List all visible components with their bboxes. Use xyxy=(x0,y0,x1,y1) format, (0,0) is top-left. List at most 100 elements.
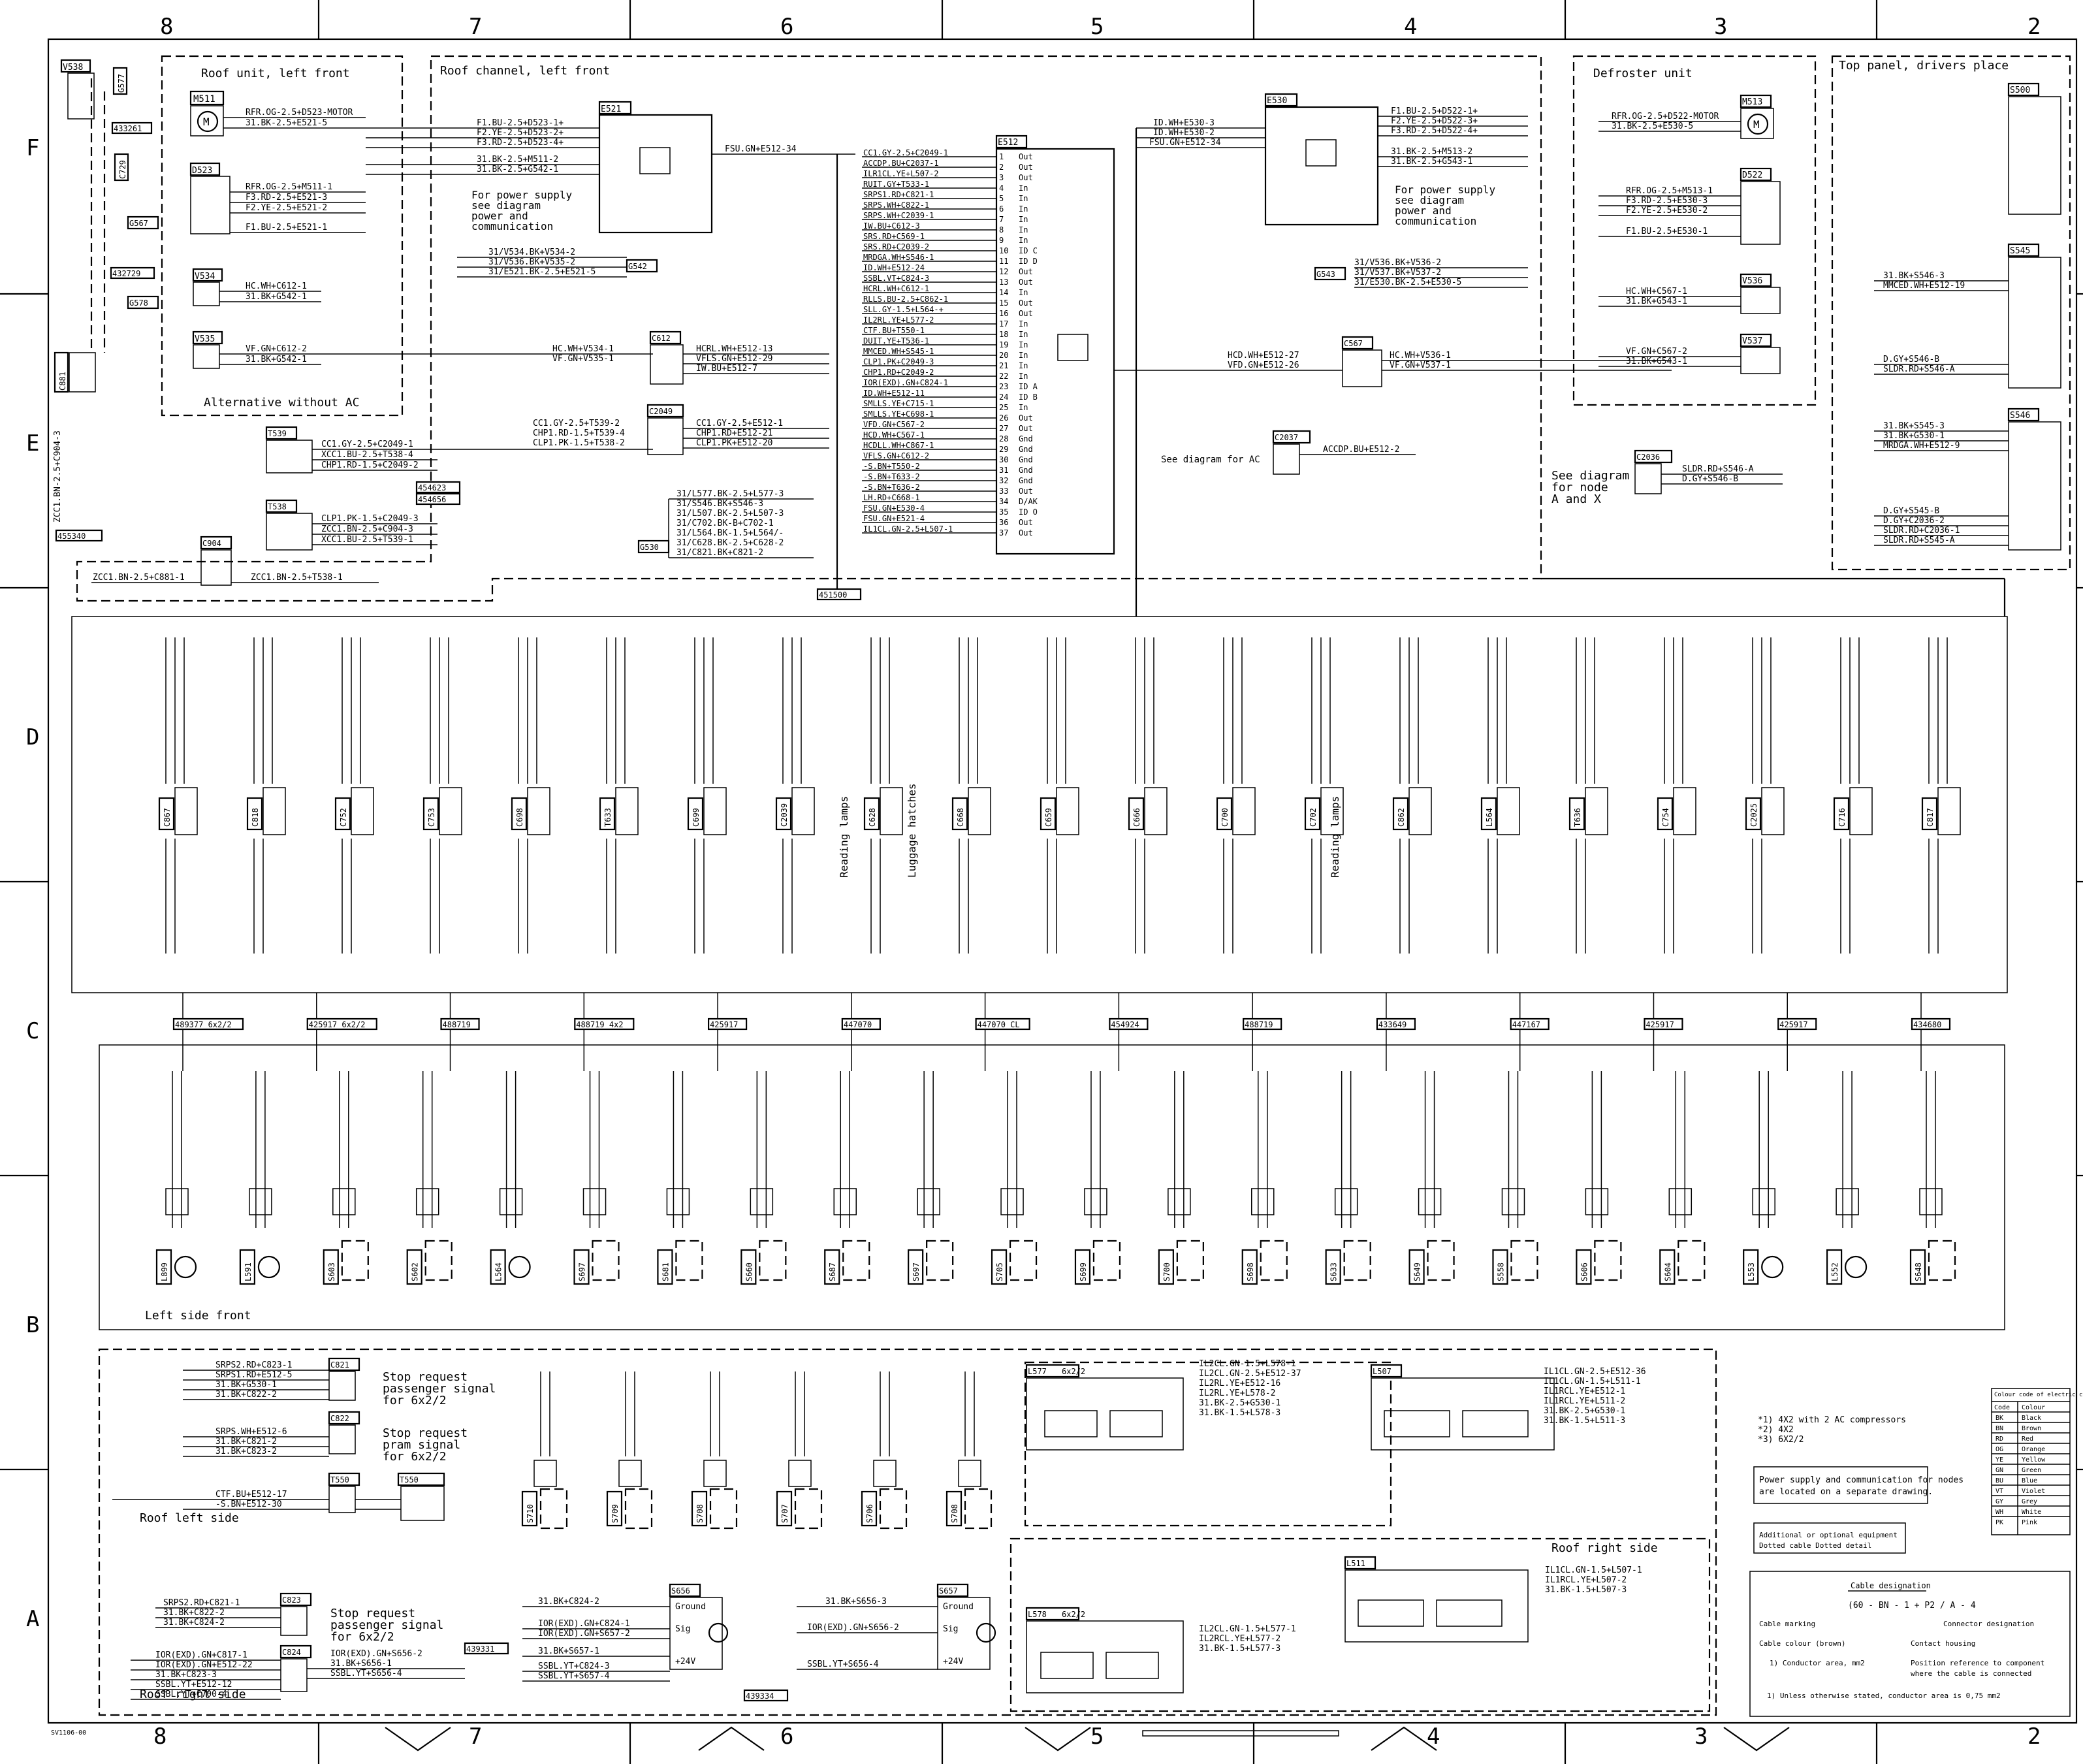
e512-pin-direction: In xyxy=(1019,340,1028,349)
connector-label: C2039 xyxy=(780,803,789,827)
connector-label-box xyxy=(1657,797,1674,831)
lamp-icon xyxy=(508,1255,531,1279)
l507-wire-e: 31.BK-2.5+G530-1 xyxy=(1544,1406,1625,1416)
e512-pin-number: 15 xyxy=(999,298,1008,308)
device-label: L899 xyxy=(160,1262,169,1281)
e512-pin-direction: Out xyxy=(1019,528,1033,537)
device-label-box xyxy=(1158,1249,1174,1285)
s656-wire-f: SSBL.YT+S657-4 xyxy=(538,1671,610,1681)
switch-icon xyxy=(1594,1240,1622,1281)
e512-pin-direction: ID O xyxy=(1019,507,1038,517)
d523-wire-b: F3.RD-2.5+E521-3 xyxy=(246,193,327,202)
connector xyxy=(1849,787,1873,835)
s546-wire-g: SLDR.RD+S545-A xyxy=(1883,536,1955,545)
e512-pin-number: 37 xyxy=(999,528,1008,537)
c824-wire-e: SSBL.YT+C700-4 xyxy=(155,1690,227,1699)
c2036-block: C2036 SLDR.RD+S546-A D.GY+S546-B See dia… xyxy=(1551,449,1783,506)
e512-pin-direction: ID A xyxy=(1019,382,1038,391)
t538-wire-b: ZCC1.BN-2.5+C904-3 xyxy=(321,524,413,534)
connector-label-box xyxy=(775,797,792,831)
colour-name: Pink xyxy=(2022,1519,2037,1526)
e512-pin-number: 9 xyxy=(999,236,1004,245)
see-ac-note: See diagram for AC xyxy=(1161,455,1260,465)
e530-wire-a: ID.WH+E530-3 xyxy=(1153,118,1215,128)
power-note-2-line3: power and xyxy=(1395,204,1452,217)
e512-pin-direction: ID C xyxy=(1019,246,1038,255)
colour-code: WH xyxy=(1996,1509,2003,1516)
roof-switch-label-box xyxy=(861,1490,878,1527)
v534-wire-b: 31.BK+G542-1 xyxy=(246,292,307,302)
c567-label: C567 xyxy=(1344,339,1363,348)
e530-wire-b: ID.WH+E530-2 xyxy=(1153,128,1215,138)
optional-line1: Additional or optional equipment xyxy=(1759,1531,1898,1539)
switch-icon xyxy=(1427,1240,1455,1281)
comp-note-2: *2) 4X2 xyxy=(1758,1425,1794,1435)
l507-wire-b: IL1CL.GN-1.5+L511-1 xyxy=(1544,1377,1641,1387)
e512-pin-number: 26 xyxy=(999,413,1008,423)
connector-label: L564 xyxy=(1485,808,1494,827)
colour-code: BU xyxy=(1996,1477,2003,1484)
device-label: L552 xyxy=(1830,1262,1839,1281)
e512-pin-direction: D/AK xyxy=(1019,497,1038,506)
id-432729: 432729 xyxy=(112,269,140,278)
c822-wire-c: 31.BK+C823-2 xyxy=(215,1447,277,1456)
e512-pin-number: 13 xyxy=(999,278,1008,287)
col-label-5: 5 xyxy=(1090,14,1104,40)
colour-code: OG xyxy=(1996,1446,2003,1453)
cable-ref-box xyxy=(1376,1018,1416,1031)
row-label-e: E xyxy=(26,430,39,457)
c567-wire-b: VFD.GN+E512-26 xyxy=(1228,361,1299,370)
connector xyxy=(174,787,198,835)
e512-pin-direction: In xyxy=(1019,225,1028,234)
col-label-8-bottom: 8 xyxy=(153,1724,167,1750)
switch-icon xyxy=(1092,1240,1121,1281)
s546-wire-c: MRDGA.WH+E512-9 xyxy=(1883,441,1960,451)
g530-block: 31/L577.BK-2.5+L577-3 31/S546.BK+S546-3 … xyxy=(637,489,814,558)
l577-wire-e: 31.BK-2.5+G530-1 xyxy=(1199,1398,1280,1408)
e512-pin-direction: Out xyxy=(1019,424,1033,433)
c2049-block: C2049 CC1.GY-2.5+T539-2 CHP1.RD-1.5+T539… xyxy=(533,404,829,455)
switch-icon xyxy=(964,1488,993,1530)
e512-pin-wire: SLL.GY-1.5+L564-+ xyxy=(863,305,944,314)
c824-wire-a: IOR(EXD).GN+C817-1 xyxy=(155,1650,247,1660)
device-label: S558 xyxy=(1496,1262,1505,1281)
col-label-3: 3 xyxy=(1714,14,1727,40)
defroster-unit: M513 M RFR.OG-2.5+D522-MOTOR 31.BK-2.5+E… xyxy=(1598,94,1781,374)
colour-name: White xyxy=(2022,1509,2041,1516)
motor-icon xyxy=(197,110,219,133)
cable-ref: 447070 xyxy=(844,1020,872,1029)
col-label-4: 4 xyxy=(1404,14,1417,40)
g530-wire-d: 31/C702.BK-B+C702-1 xyxy=(676,519,774,528)
c2049-wire-d: CC1.GY-2.5+E512-1 xyxy=(696,419,783,428)
switch-icon xyxy=(1176,1240,1204,1281)
t550-wire-b: -S.BN+E512-30 xyxy=(215,1499,282,1509)
col-label-6-bottom: 6 xyxy=(780,1724,793,1750)
roof-switch-label-box xyxy=(606,1490,623,1527)
s546-label: S546 xyxy=(2010,411,2030,421)
g543-wire-c: 31/E530.BK-2.5+E530-5 xyxy=(1354,278,1461,287)
l507-wire-d: IL1RCL.YE+L511-2 xyxy=(1544,1396,1625,1406)
s545-wire-d: SLDR.RD+S546-A xyxy=(1883,364,1955,374)
c821-wire-c: 31.BK+G530-1 xyxy=(215,1380,277,1390)
l577-wire-c: IL2RL.YE+E512-16 xyxy=(1199,1379,1280,1388)
device-label: S604 xyxy=(1663,1262,1672,1281)
d523-wire-a: RFR.OG-2.5+M511-1 xyxy=(246,182,332,192)
c821-wire-a: SRPS2.RD+C823-1 xyxy=(215,1360,292,1370)
g530-wire-b: 31/S546.BK+S546-3 xyxy=(676,499,763,509)
connector-label: C753 xyxy=(427,808,436,827)
l507-label: L507 xyxy=(1373,1367,1391,1376)
v534-wire-a: HC.WH+C612-1 xyxy=(246,281,307,291)
s656-wire-d: 31.BK+S657-1 xyxy=(538,1646,599,1656)
e512-pin-direction: In xyxy=(1019,194,1028,203)
notes-area: *1) 4X2 with 2 AC compressors *2) 4X2 *3… xyxy=(1753,1415,1964,1554)
t539-wire-b: XCC1.BU-2.5+T538-4 xyxy=(321,450,413,460)
connector-label: C702 xyxy=(1309,808,1318,827)
connector xyxy=(527,787,550,835)
device-label-box xyxy=(1576,1249,1592,1285)
e530-wire-e: F2.YE-2.5+D522-3+ xyxy=(1391,116,1478,126)
c2036-wire-b: D.GY+S546-B xyxy=(1682,474,1738,484)
lamp-icon xyxy=(1761,1255,1784,1279)
device-label: L553 xyxy=(1747,1262,1756,1281)
e512-pin-wire: ILR1CL.YE+L507-2 xyxy=(863,169,939,178)
